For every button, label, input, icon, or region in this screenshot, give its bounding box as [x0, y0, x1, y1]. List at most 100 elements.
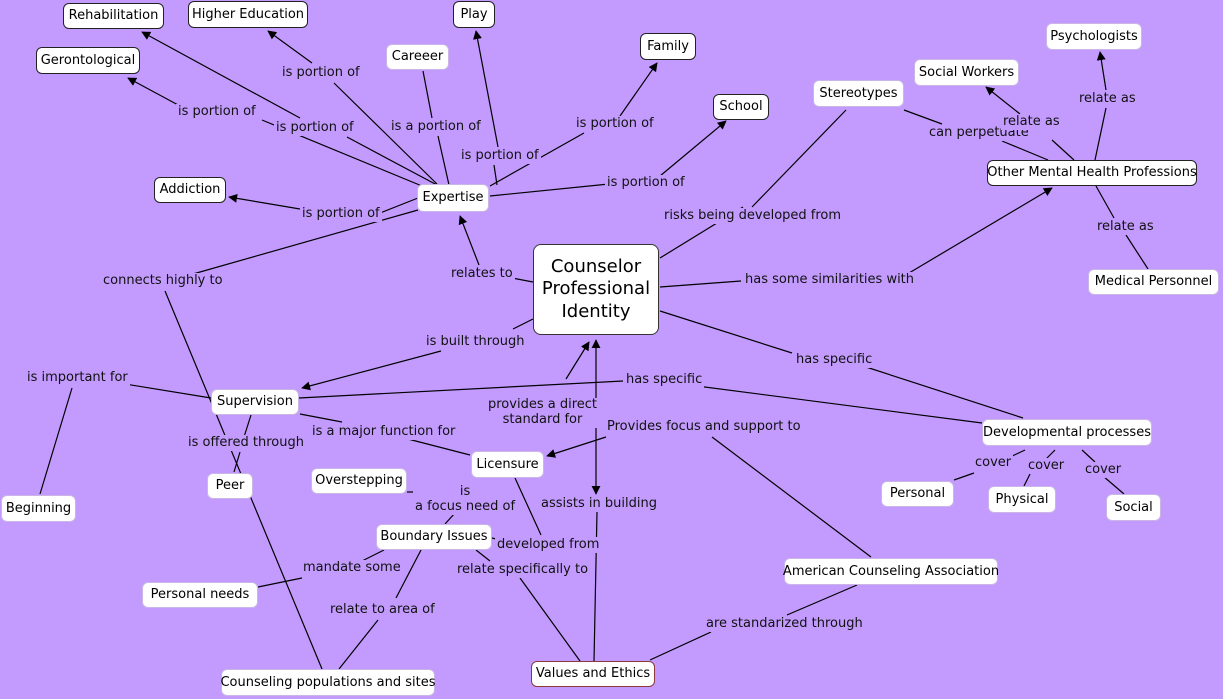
node-label: Medical Personnel [1094, 274, 1213, 290]
node-play[interactable]: Play [453, 1, 495, 28]
link-label-connects-highly: connects highly to [101, 273, 225, 289]
node-label: Rehabilitation [68, 8, 159, 24]
link-label-cover-personal: cover [973, 455, 1014, 471]
edge-relateas-sw [985, 86, 1021, 115]
edge-expertise-rehab [346, 136, 438, 186]
edge-offered-peer [233, 451, 241, 473]
link-label-similarities: has some similarities with [743, 272, 917, 288]
node-overstepping[interactable]: Overstepping [311, 468, 407, 494]
edge-perpetuate-omhp [1001, 140, 1049, 161]
edge-cover-personal [953, 472, 975, 481]
node-label: Social Workers [918, 64, 1015, 80]
edge-dev-cover-social [1081, 449, 1096, 463]
node-medical-personnel[interactable]: Medical Personnel [1088, 269, 1219, 295]
edge-relatearea-populations [338, 619, 379, 670]
link-label-has-specific-sup: has specific [624, 372, 705, 388]
node-stereotypes[interactable]: Stereotypes [813, 80, 904, 107]
edge-built-supervision [301, 350, 442, 391]
edge-center-built [512, 318, 534, 330]
node-addiction[interactable]: Addiction [154, 177, 226, 203]
edge-relateas-med [1125, 234, 1149, 270]
node-label: Higher Education [191, 6, 305, 22]
link-label-portion-school: is portion of [605, 175, 687, 191]
node-developmental-processes[interactable]: Developmental processes [982, 419, 1152, 446]
node-values-ethics[interactable]: Values and Ethics [531, 661, 655, 687]
node-licensure[interactable]: Licensure [471, 451, 544, 478]
link-label-relate-area: relate to area of [328, 602, 437, 618]
edge-relateas-psy [1096, 51, 1107, 91]
edge-aca-focus [711, 436, 872, 558]
link-label-focus-support: Provides focus and support to [605, 419, 803, 435]
link-label-portion-addiction: is portion of [300, 206, 382, 222]
edge-omhp-relateas-psy [1094, 107, 1107, 161]
node-label: Physical [995, 491, 1049, 507]
edge-sup-important [124, 383, 212, 399]
node-rehabilitation[interactable]: Rehabilitation [63, 3, 164, 29]
edge-boundary-relatearea [395, 549, 422, 599]
link-label-relates-to: relates to [449, 266, 515, 282]
node-gerontological[interactable]: Gerontological [36, 47, 140, 74]
edge-addiction-label [228, 193, 301, 210]
link-label-relate-as-sw: relate as [1001, 114, 1062, 130]
node-counseling-populations[interactable]: Counseling populations and sites [220, 669, 436, 696]
edge-cover-social [1102, 475, 1125, 495]
edge-expertise-school [489, 183, 610, 197]
edge-hasspecific-dev [865, 366, 1024, 419]
node-higher-education[interactable]: Higher Education [188, 1, 308, 28]
link-label-focus-need: is a focus need of [413, 484, 518, 515]
link-label-relate-as-psy: relate as [1077, 91, 1138, 107]
edge-center-hasspecific [659, 310, 793, 354]
node-expertise[interactable]: Expertise [417, 184, 489, 212]
link-label-assists-building: assists in building [539, 496, 659, 512]
node-label: Stereotypes [819, 85, 898, 101]
node-psychologists[interactable]: Psychologists [1046, 23, 1142, 50]
edge-omhp-relateas-med [1095, 185, 1115, 219]
node-social-workers[interactable]: Social Workers [914, 59, 1019, 86]
edge-stereo-perpetuate [903, 109, 943, 125]
edge-assists-values [593, 511, 598, 662]
node-other-mental-health[interactable]: Other Mental Health Professions [987, 160, 1197, 186]
node-label: Psychologists [1050, 28, 1138, 44]
node-label: Values and Ethics [535, 666, 651, 682]
node-personal-needs[interactable]: Personal needs [142, 582, 258, 608]
link-label-standarized-through: are standarized through [704, 616, 865, 632]
node-aca[interactable]: American Counseling Association [783, 558, 999, 585]
node-label: Supervision [217, 394, 293, 410]
node-school[interactable]: School [713, 94, 769, 120]
node-supervision[interactable]: Supervision [211, 389, 299, 415]
link-label-relate-as-med: relate as [1095, 219, 1156, 235]
node-counselor-professional-identity[interactable]: Counselor Professional Identity [533, 244, 659, 335]
node-label: Licensure [476, 456, 539, 472]
edge-dev-cover-physical [1045, 449, 1056, 460]
node-label: Social [1114, 499, 1153, 515]
link-label-developed-from: developed from [495, 537, 602, 553]
edge-focus-licensure [546, 436, 607, 458]
node-family[interactable]: Family [640, 33, 696, 60]
node-peer[interactable]: Peer [207, 473, 253, 499]
edge-standarized-aca [786, 584, 858, 616]
link-label-mandate-some: mandate some [301, 560, 403, 576]
edge-expertise-highered [333, 82, 438, 185]
edge-risks-stereotypes [751, 109, 847, 208]
node-personal[interactable]: Personal [881, 481, 954, 507]
node-physical[interactable]: Physical [988, 486, 1056, 513]
edge-relatespec-values [519, 577, 581, 662]
node-beginning[interactable]: Beginning [1, 495, 76, 522]
edge-relates-expertise [458, 215, 480, 266]
node-label: Gerontological [40, 52, 136, 68]
link-label-portion-rehab: is portion of [274, 120, 356, 136]
link-label-major-function: is a major function for [310, 424, 458, 440]
link-label-portion-geronto: is portion of [176, 104, 258, 120]
node-label: Other Mental Health Professions [987, 165, 1197, 181]
edge-mandate-personal [257, 577, 303, 588]
edge-hasspecific-dev2 [696, 385, 983, 424]
node-careeer[interactable]: Careeer [386, 44, 449, 70]
node-social[interactable]: Social [1106, 494, 1161, 521]
node-boundary-issues[interactable]: Boundary Issues [376, 524, 492, 550]
edge-play-label [473, 30, 499, 148]
node-label: Personal needs [150, 587, 250, 603]
link-label-portion-higher-ed: is portion of [280, 65, 362, 81]
edge-omhp-relateas-sw [1051, 139, 1075, 161]
node-label: Addiction [159, 182, 221, 198]
